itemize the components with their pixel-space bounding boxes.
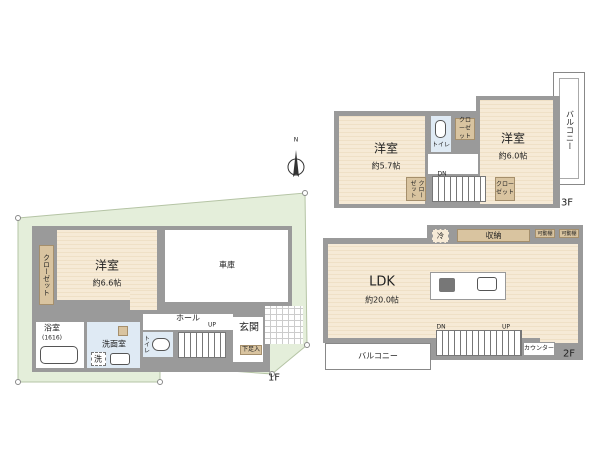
floor-level-3f: 3F — [560, 197, 574, 209]
washroom-label: 洗面室 — [102, 339, 126, 349]
closet-3f-left: クローゼット — [406, 177, 426, 201]
bathtub-icon — [40, 346, 78, 364]
stairs-1f — [178, 332, 226, 358]
stove-icon — [439, 278, 455, 292]
floor-level-2f: 2F — [562, 348, 576, 360]
entrance-label: 玄関 — [239, 322, 259, 334]
porch — [265, 306, 303, 344]
toilet-label: トイレ — [142, 335, 150, 353]
bath-size: (1616) — [42, 334, 62, 342]
compass-arrow-icon — [287, 150, 305, 177]
landing-3f — [428, 154, 478, 174]
closet-1f: クローゼット — [39, 245, 54, 305]
bath-label: 浴室 — [44, 323, 60, 333]
closet-3f-top: クローゼット — [455, 117, 475, 140]
north-label: N — [293, 136, 299, 144]
counter: カウンター — [523, 342, 555, 356]
garage-label: 車庫 — [219, 260, 235, 270]
fridge-space: 冷 — [432, 229, 449, 243]
toilet-icon — [152, 338, 170, 351]
washer-space — [91, 352, 106, 366]
shoe-storage: 下足入 — [240, 345, 262, 355]
balcony-2f-label: バルコニー — [358, 351, 398, 361]
storage-2f: 収納 — [457, 229, 530, 242]
stairs-down-label: DN — [436, 323, 446, 331]
washroom-shelf — [118, 326, 128, 336]
room-size: 約20.0帖 — [365, 295, 399, 305]
room-size: 約6.6帖 — [92, 278, 122, 288]
stairs-up-label: UP — [207, 321, 217, 329]
floor-level-1f: 1F — [267, 372, 281, 384]
sink-icon — [477, 277, 497, 291]
stairs-2f — [436, 330, 522, 356]
room-name: LDK — [369, 274, 395, 290]
shelf-2: 可動棚 — [559, 229, 579, 238]
kitchen-island — [430, 272, 506, 300]
room-name: 洋室 — [94, 258, 120, 273]
stairs-3f — [432, 176, 486, 202]
room-3f-right — [480, 100, 553, 204]
compass: N — [286, 136, 306, 182]
room-size: 約6.0帖 — [498, 151, 528, 161]
sink-icon — [110, 353, 130, 365]
toilet-label: トイレ — [431, 141, 451, 149]
balcony-3f-label: バルコニー — [565, 110, 575, 150]
room-name: 洋室 — [500, 131, 526, 146]
garage — [165, 230, 288, 302]
room-size: 約5.7帖 — [371, 161, 401, 171]
washer-label: 洗 — [94, 354, 102, 364]
hall — [143, 314, 233, 330]
hall-label: ホール — [176, 313, 200, 323]
room-name: 洋室 — [373, 141, 399, 156]
balcony-2f — [325, 343, 431, 370]
toilet-icon — [435, 120, 446, 138]
shelf-1: 可動棚 — [535, 229, 555, 238]
ldk-floor-ext — [540, 338, 578, 343]
stairs-down-label: DN — [437, 170, 447, 178]
stairs-up-label: UP — [501, 323, 511, 331]
bedroom-1f-nook — [130, 290, 157, 310]
bedroom-1f — [57, 230, 157, 300]
closet-3f-right: クローゼット — [495, 177, 515, 201]
